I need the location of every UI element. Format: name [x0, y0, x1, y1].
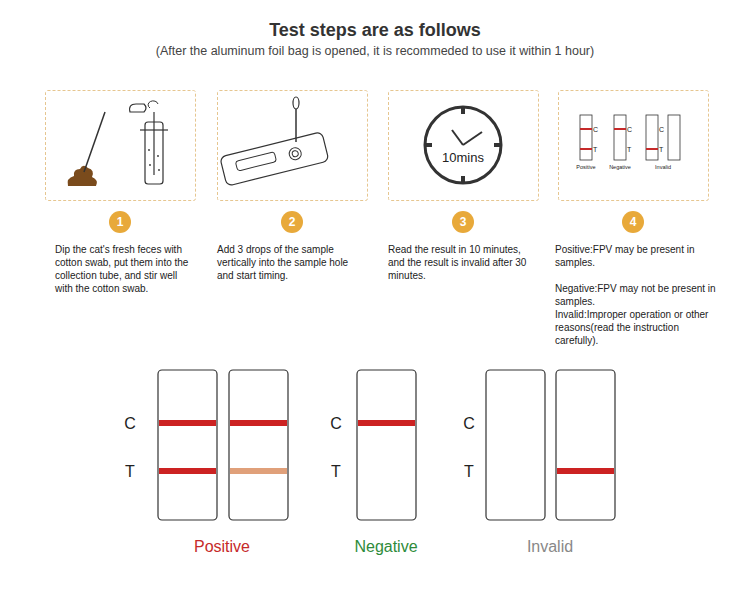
step-number-circle: 1: [109, 211, 131, 233]
line-letter: T: [593, 145, 601, 154]
line-letter: C: [122, 414, 138, 435]
step-number-circle: 4: [622, 211, 644, 233]
title: Test steps are as follows: [75, 19, 675, 42]
line-letter: T: [461, 462, 477, 483]
line-letter: T: [122, 462, 138, 483]
step-text: Positive:FPV may be present in samples.: [555, 243, 725, 269]
callout-number: 4: [630, 215, 637, 229]
step-text: Add 3 drops of the sample vertically int…: [217, 243, 367, 282]
subtitle: (After the aluminum foil bag is opened, …: [25, 43, 725, 59]
line-letter: C: [627, 125, 635, 134]
step-text: Dip the cat's fresh feces with cotton sw…: [55, 243, 195, 295]
step-number-circle: 2: [281, 211, 303, 233]
callout-number: 1: [117, 215, 124, 229]
small-result: Negative: [605, 164, 635, 171]
step-text: Read the result in 10 minutes, and the r…: [388, 243, 538, 282]
line-letter: C: [659, 125, 667, 134]
result-label: Positive: [167, 537, 277, 558]
line-letter: C: [461, 414, 477, 435]
line-letter: T: [328, 462, 344, 483]
callout-number: 2: [289, 215, 296, 229]
clock-text: 10mins: [433, 150, 493, 167]
line-letter: C: [593, 125, 601, 134]
line-letter: C: [328, 414, 344, 435]
step-number-circle: 3: [452, 211, 474, 233]
small-result: Positive: [571, 164, 601, 171]
step-text: Invalid:Improper operation or other reas…: [555, 308, 725, 347]
result-label: Invalid: [495, 537, 605, 558]
line-letter: T: [659, 145, 667, 154]
callout-number: 3: [460, 215, 467, 229]
step-text: Negative:FPV may not be present in sampl…: [555, 282, 725, 308]
result-label: Negative: [331, 537, 441, 558]
small-result: Invalid: [648, 164, 678, 171]
line-letter: T: [627, 145, 635, 154]
